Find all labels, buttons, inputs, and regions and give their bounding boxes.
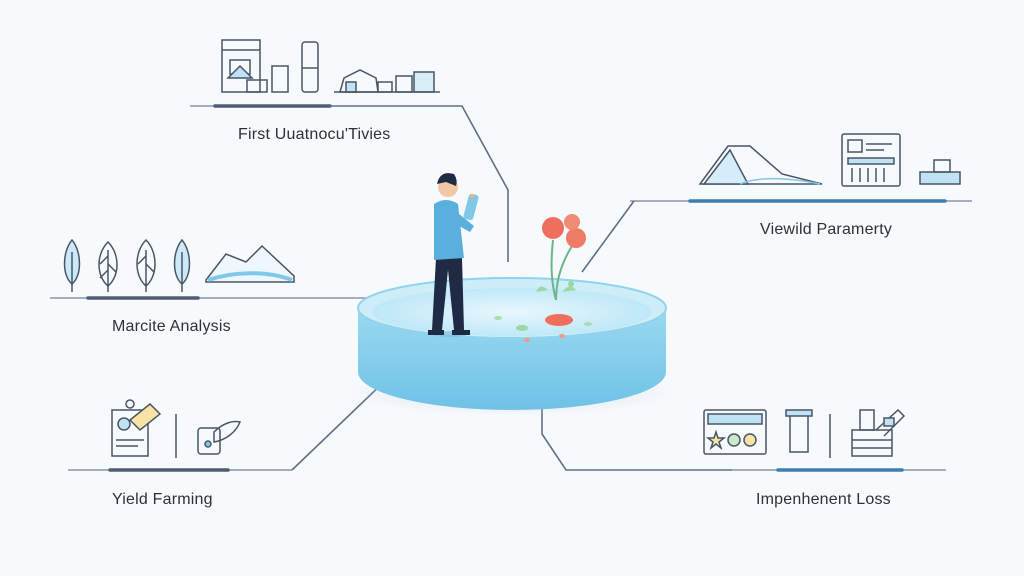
document-chart-icon (111, 399, 242, 458)
tree-icons (63, 238, 295, 292)
flower-icon (536, 214, 586, 301)
label-bottom-right: Impenhenent Loss (756, 491, 891, 508)
label-bottom-left: Yield Farming (112, 491, 213, 508)
label-middle-left: Marcite Analysis (112, 318, 231, 335)
label-top-left: First Uuatnocu'Tivies (238, 126, 391, 143)
terrain-chart-icon (698, 133, 961, 187)
label-top-right: Viewild Paramerty (760, 221, 893, 238)
person-figure (428, 173, 479, 337)
machinery-icon (703, 408, 906, 458)
lab-equipment-icon (221, 39, 440, 93)
water-platform (342, 277, 682, 416)
